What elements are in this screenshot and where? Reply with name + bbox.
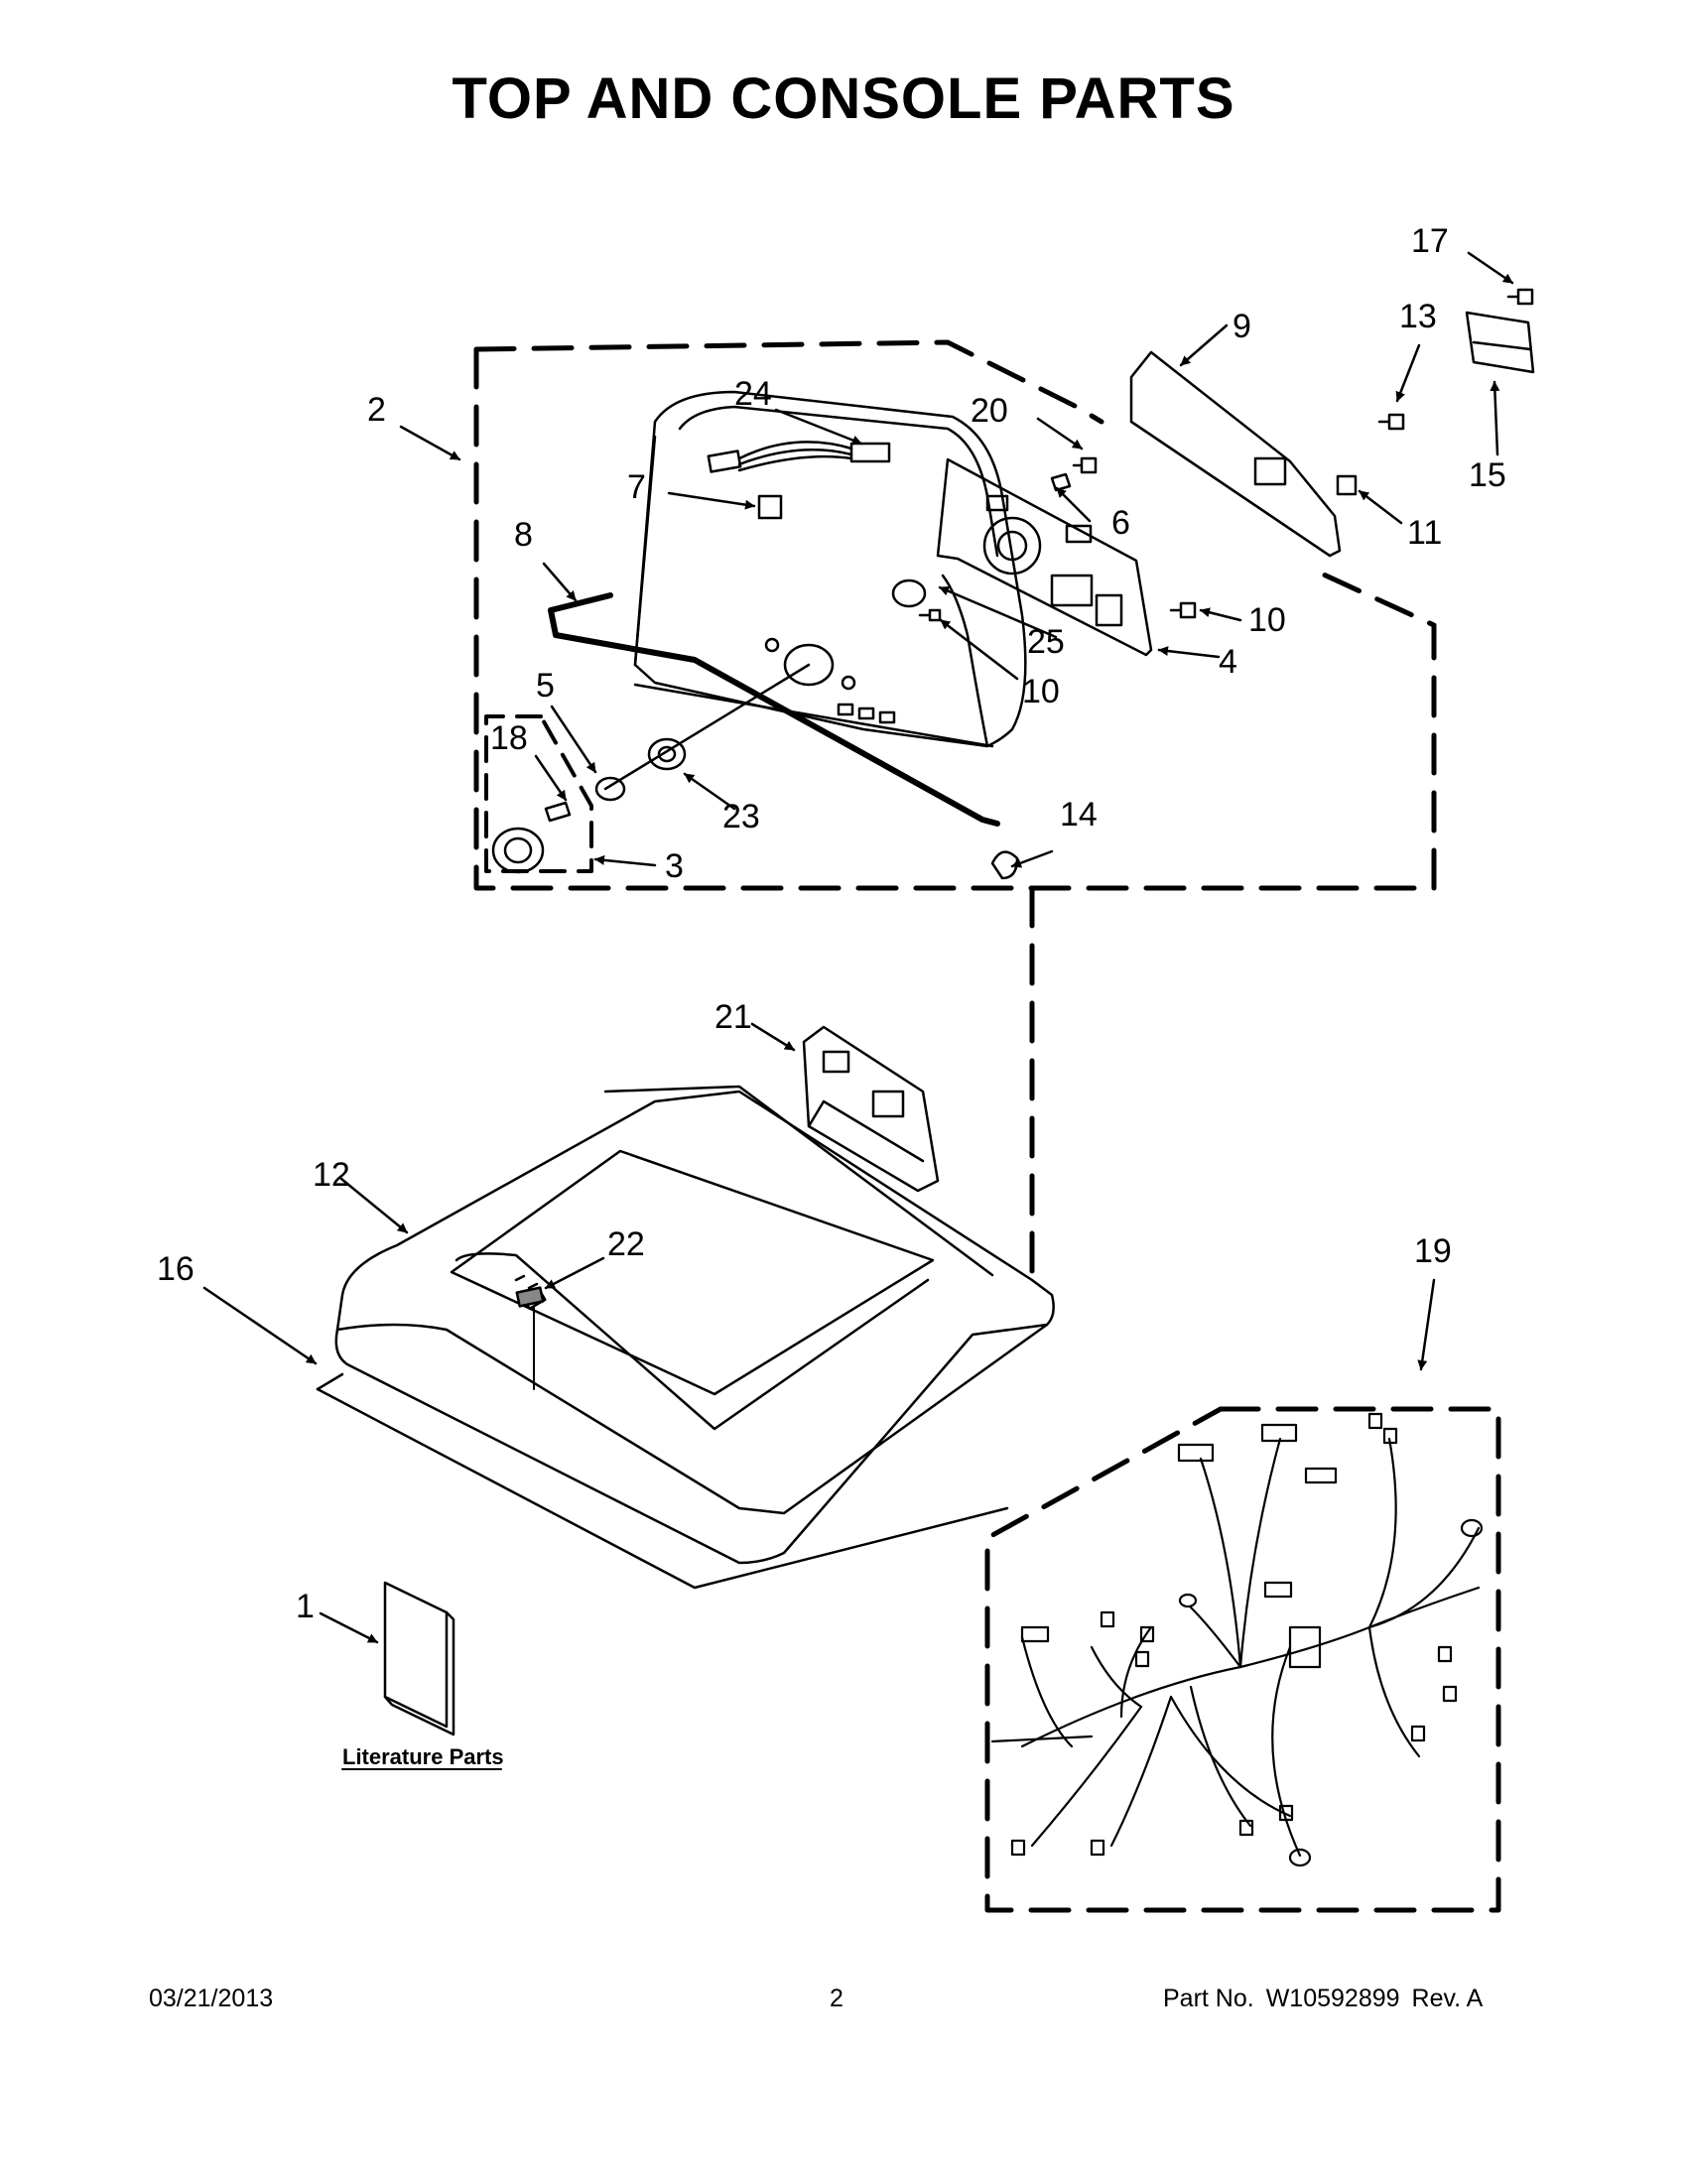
callout-12: 12 [313,1156,350,1194]
callout-2: 2 [367,391,386,429]
callout-14: 14 [1060,796,1098,834]
footer-part-number: Part No. W10592899 Rev. A [1163,1985,1494,2013]
gasket-strip [548,592,1000,827]
screws [918,288,1534,622]
literature-parts-label: Literature Parts [342,1744,504,1769]
overlay-disc [891,578,927,608]
callout-15: 15 [1469,456,1506,494]
knob-assembly-boundary [484,714,593,873]
callout-17: 17 [1411,222,1449,260]
callout-5: 5 [536,667,555,705]
footer-revision: Rev. A [1411,1985,1484,2012]
callout-leaders [202,251,1514,1644]
callout-19: 19 [1414,1232,1452,1270]
user-interface-board [936,457,1153,657]
callout-18: 18 [490,719,528,757]
callout-16: 16 [157,1250,195,1288]
top-gasket [316,1372,1009,1590]
callout-9: 9 [1233,308,1251,345]
console-clip [1336,474,1358,496]
callout-3: 3 [665,847,684,885]
callout-21: 21 [714,998,752,1036]
knob-parts [491,663,811,874]
callout-numbers: 1 2 3 4 5 6 7 8 9 10 10 11 12 13 14 15 1… [157,222,1506,1769]
shield [1465,311,1535,374]
washer-top [334,1085,1055,1565]
footer-page-number: 2 [830,1985,844,2012]
footer-date: 03/21/2013 [149,1985,274,2012]
page-title: TOP AND CONSOLE PARTS [452,66,1235,131]
console-assembly-boundary [473,339,1437,891]
callout-7: 7 [627,468,646,506]
callout-22: 22 [607,1225,645,1263]
callout-10b: 10 [1248,601,1286,639]
footer-part-prefix: Part No. [1163,1985,1254,2012]
callout-13: 13 [1399,298,1437,335]
harness-boundary [984,1406,1501,1913]
harness-clip [990,850,1019,880]
callout-10a: 10 [1022,673,1060,710]
callout-1: 1 [296,1588,315,1625]
console-panel [633,390,1027,748]
footer-part-value: W10592899 [1265,1985,1400,2012]
console-back [1129,350,1342,558]
callout-8: 8 [514,516,533,554]
console-wire-harness [707,441,891,473]
callout-20: 20 [971,392,1008,430]
callout-24: 24 [734,375,772,413]
literature-booklet [383,1581,455,1736]
lid-switch [515,1286,545,1308]
main-control [802,1025,940,1193]
callout-6: 6 [1111,504,1130,542]
callout-25: 25 [1027,623,1065,661]
main-wire-harness [990,1412,1484,1867]
callout-23: 23 [722,798,760,835]
clip [757,494,783,520]
callout-11: 11 [1407,514,1442,552]
callout-4: 4 [1219,643,1237,681]
